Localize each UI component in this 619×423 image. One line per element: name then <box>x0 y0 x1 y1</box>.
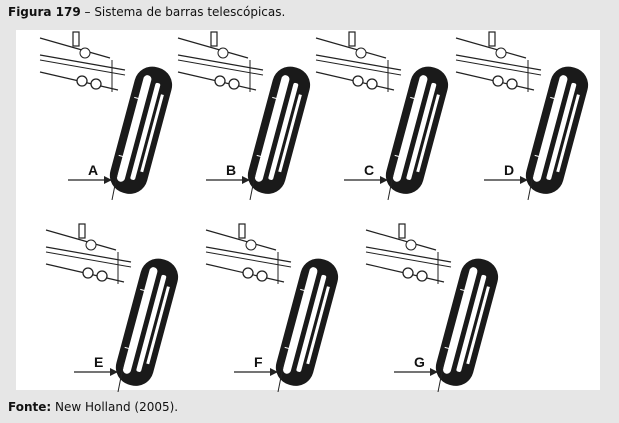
diagram-label: A <box>88 162 99 178</box>
figure-source: Fonte: New Holland (2005). <box>8 400 178 414</box>
wheel-bar-drawing <box>315 31 453 200</box>
diagram-g: G <box>356 222 506 392</box>
diagram-label: G <box>414 354 425 370</box>
wheel-bar-drawing <box>177 31 315 200</box>
wheel-bar-drawing <box>45 223 183 392</box>
diagram-label: B <box>226 162 237 178</box>
diagram-b: B <box>168 30 318 200</box>
figure-number: Figura 179 <box>8 5 81 19</box>
diagram-a: A <box>30 30 180 200</box>
diagram-f: F <box>196 222 346 392</box>
figure-caption: Figura 179 – Sistema de barras telescópi… <box>8 5 285 19</box>
diagram-c: C <box>306 30 456 200</box>
source-label: Fonte: <box>8 400 52 414</box>
diagram-label: F <box>254 354 263 370</box>
wheel-bar-drawing <box>365 223 503 392</box>
diagram-label: C <box>364 162 375 178</box>
wheel-bar-drawing <box>205 223 343 392</box>
diagram-e: E <box>36 222 186 392</box>
diagram-label: E <box>94 354 104 370</box>
figure-image-panel: A B C D E F G <box>16 30 600 392</box>
figure-title: – Sistema de barras telescópicas. <box>80 5 286 19</box>
source-text: New Holland (2005). <box>51 400 179 414</box>
wheel-bar-drawing <box>39 31 177 200</box>
diagram-d: D <box>446 30 596 200</box>
wheel-bar-drawing <box>455 31 593 200</box>
diagram-label: D <box>504 162 515 178</box>
